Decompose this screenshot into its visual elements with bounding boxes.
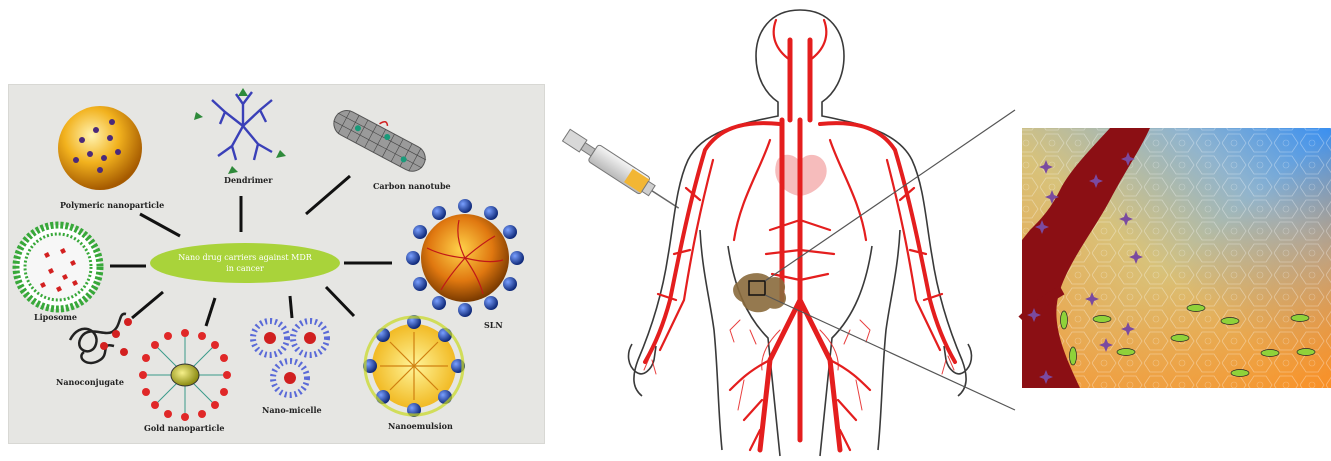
central-hub: Nano drug carriers against MDR in cancer — [150, 243, 340, 283]
label-liposome: Liposome — [34, 312, 77, 322]
hub-title-line1: Nano drug carriers against MDR — [178, 252, 312, 263]
gold-nanoparticle-icon — [139, 329, 231, 421]
sln-icon — [406, 199, 524, 317]
tumor-icon — [733, 273, 786, 312]
label-nanoconjugate: Nanoconjugate — [56, 377, 124, 387]
blood-vessels — [644, 20, 955, 450]
tumor-tissue-zoom-panel — [1022, 128, 1331, 388]
dendrimer-icon — [194, 88, 286, 174]
syringe-icon — [561, 127, 684, 217]
nano-micelle-icon — [253, 321, 327, 395]
hub-title-line2: in cancer — [226, 263, 264, 274]
label-nano-micelle: Nano-micelle — [262, 405, 322, 415]
label-dendrimer: Dendrimer — [224, 175, 272, 185]
carbon-nanotube-icon — [329, 100, 433, 176]
label-sln: SLN — [484, 320, 503, 330]
nanoemulsion-icon — [363, 315, 465, 417]
label-carbon-nanotube: Carbon nanotube — [373, 181, 451, 191]
label-nanoemulsion: Nanoemulsion — [388, 421, 453, 431]
liposome-icon — [16, 225, 100, 309]
nanoconjugate-icon — [70, 314, 132, 363]
polymeric-nanoparticle-icon — [58, 106, 142, 190]
label-polymeric-nanoparticle: Polymeric nanoparticle — [60, 200, 164, 210]
label-gold-nanoparticle: Gold nanoparticle — [144, 423, 224, 433]
